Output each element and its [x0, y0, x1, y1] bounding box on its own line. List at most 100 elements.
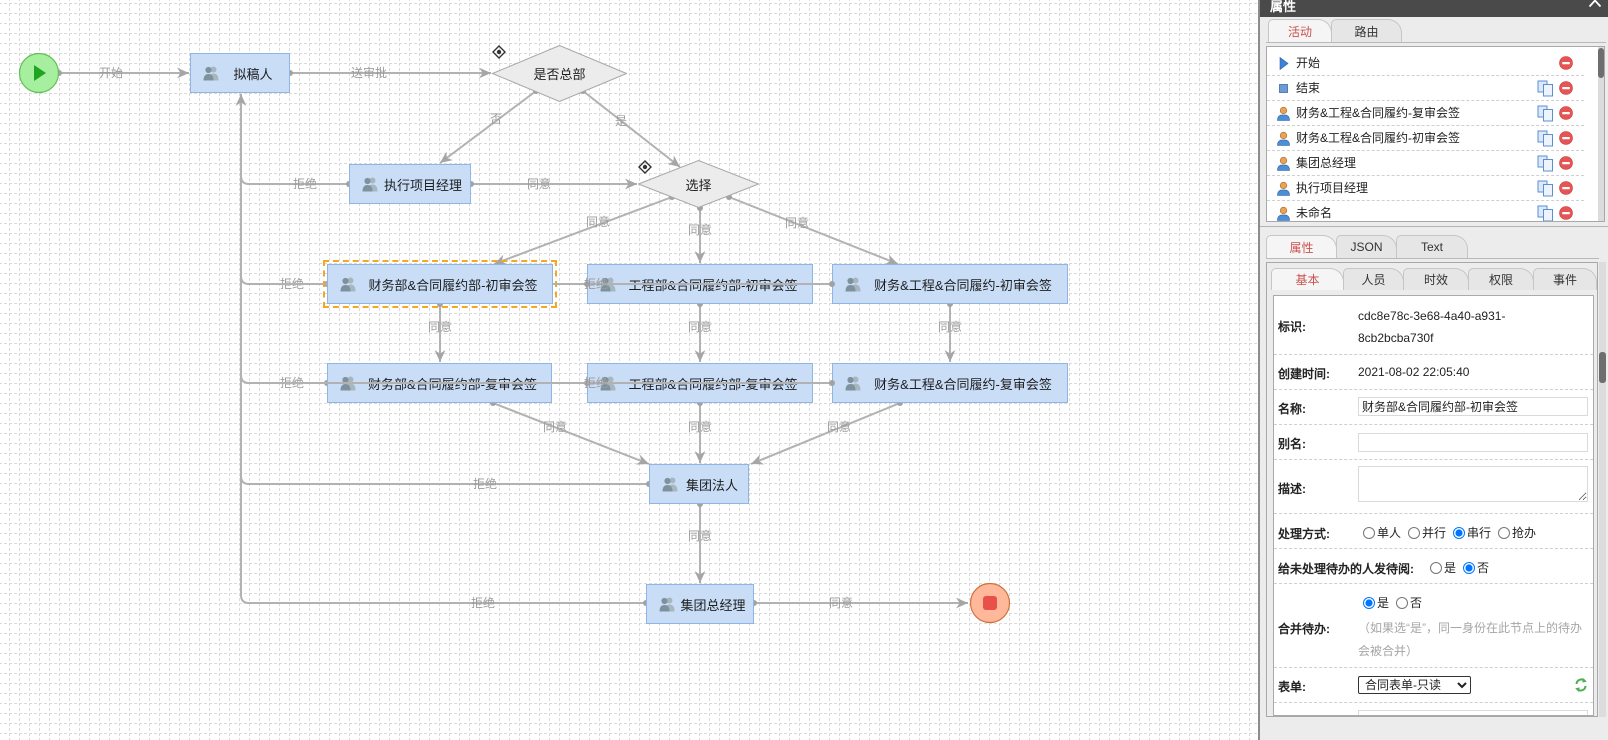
- scrollbar-thumb[interactable]: [1599, 352, 1606, 383]
- created-label: 创建时间:: [1278, 367, 1330, 381]
- activity-label: 开始: [1296, 56, 1321, 70]
- radio-button[interactable]: [1430, 561, 1442, 574]
- form-row-id: 标识: cdc8e78c-3e68-4a40-a931-8cb2bcba730f: [1274, 296, 1593, 355]
- edge-label: 开始: [99, 66, 123, 80]
- edge-drafter-to-gw-hq[interactable]: 送审批: [287, 65, 491, 80]
- refresh-icon[interactable]: [1574, 677, 1588, 693]
- radio-button[interactable]: [1453, 526, 1466, 539]
- node-eng-review[interactable]: 工程部&合同履约部-复审会签: [587, 363, 813, 403]
- mode-option-grab[interactable]: 抢办: [1498, 524, 1536, 541]
- scrollbar-thumb[interactable]: [1598, 48, 1604, 78]
- tab-permissions[interactable]: 权限: [1468, 268, 1534, 290]
- tab-basic[interactable]: 基本: [1271, 268, 1344, 290]
- edge-gw-select-to-all-init[interactable]: 同意: [726, 194, 899, 265]
- delete-icon[interactable]: [1559, 106, 1573, 120]
- tab-events[interactable]: 事件: [1533, 268, 1597, 290]
- delete-icon[interactable]: [1559, 156, 1573, 170]
- tab-timeliness[interactable]: 时效: [1403, 268, 1469, 290]
- radio-button[interactable]: [1396, 596, 1409, 609]
- merge-option-yes[interactable]: 是: [1363, 594, 1389, 611]
- edge-label: 否: [490, 112, 502, 126]
- activity-item[interactable]: 财务&工程&合同履约-复审会签: [1267, 101, 1584, 126]
- radio-button[interactable]: [1363, 526, 1375, 539]
- edge-gm-reject[interactable]: 拒绝: [240, 594, 649, 610]
- edge-legal-to-gm[interactable]: 同意: [688, 501, 712, 583]
- activity-item[interactable]: 财务&工程&合同履约-初审会签: [1267, 126, 1584, 151]
- node-drafter[interactable]: 拟稿人: [190, 53, 290, 93]
- delete-icon[interactable]: [1559, 181, 1573, 195]
- radio-button[interactable]: [1408, 526, 1421, 539]
- properties-scrollbar[interactable]: [1599, 262, 1606, 717]
- activity-item-start[interactable]: 开始: [1267, 51, 1584, 76]
- workflow-canvas[interactable]: 开始 送审批 否 是 同意 拒绝 同意: [0, 0, 1258, 740]
- radio-button[interactable]: [1498, 526, 1511, 539]
- user-icon: [1277, 181, 1290, 196]
- node-fin-init[interactable]: 财务部&合同履约部-初审会签: [323, 260, 557, 308]
- copy-icon[interactable]: [1537, 205, 1554, 222]
- delete-icon[interactable]: [1559, 206, 1573, 220]
- activity-item[interactable]: 未命名: [1267, 201, 1584, 222]
- node-start[interactable]: [18, 52, 60, 94]
- node-all-init[interactable]: 财务&工程&合同履约-初审会签: [832, 264, 1068, 304]
- alias-input[interactable]: [1358, 433, 1588, 452]
- activity-list-scrollbar[interactable]: [1598, 47, 1604, 221]
- node-all-review[interactable]: 财务&工程&合同履约-复审会签: [832, 363, 1068, 403]
- activity-item[interactable]: 执行项目经理: [1267, 176, 1584, 201]
- node-gw-hq[interactable]: 是否总部: [492, 45, 627, 102]
- delete-icon[interactable]: [1559, 56, 1573, 70]
- form-row-mode: 处理方式: 单人 并行 串行 抢办: [1274, 514, 1593, 549]
- node-fin-review[interactable]: 财务部&合同履约部-复审会签: [327, 363, 552, 403]
- delete-icon[interactable]: [1559, 81, 1573, 95]
- activity-item-end[interactable]: 结束: [1267, 76, 1584, 101]
- name-input[interactable]: [1358, 397, 1588, 416]
- edge-eng-init-to-eng-review[interactable]: 同意: [688, 301, 712, 362]
- created-value: 2021-08-02 22:05:40: [1358, 365, 1470, 379]
- node-exec-pm[interactable]: 执行项目经理: [349, 164, 471, 204]
- radio-button[interactable]: [1463, 561, 1476, 574]
- tab-routes[interactable]: 路由: [1331, 19, 1402, 42]
- edge-label: 拒绝: [293, 176, 317, 191]
- mode-option-serial[interactable]: 串行: [1453, 524, 1491, 541]
- node-end[interactable]: [969, 582, 1011, 624]
- delete-icon[interactable]: [1559, 131, 1573, 145]
- edge-label: 同意: [688, 419, 712, 434]
- user-group-icon: [340, 376, 356, 391]
- node-gw-select[interactable]: 选择: [638, 160, 759, 208]
- tab-divider: [1266, 42, 1606, 43]
- description-textarea[interactable]: [1358, 466, 1588, 502]
- activity-item[interactable]: 集团总经理: [1267, 151, 1584, 176]
- notify-option-yes[interactable]: 是: [1430, 559, 1456, 576]
- radio-label: 否: [1410, 596, 1423, 610]
- node-eng-init[interactable]: 工程部&合同履约部-初审会签: [587, 264, 813, 304]
- mode-option-parallel[interactable]: 并行: [1408, 524, 1446, 541]
- node-legal[interactable]: 集团法人: [649, 464, 749, 504]
- mode-option-single[interactable]: 单人: [1363, 524, 1401, 541]
- tab-properties[interactable]: 属性: [1266, 235, 1337, 258]
- node-gm[interactable]: 集团总经理: [646, 584, 754, 624]
- radio-button[interactable]: [1363, 596, 1375, 609]
- properties-content: 基本 人员 时效 权限 事件 标识: cdc8e78c-3e68-4a40-a9…: [1266, 262, 1598, 717]
- edge-label: 拒绝: [280, 375, 304, 390]
- edge-gw-select-to-fin-init[interactable]: 同意: [493, 194, 675, 265]
- tab-personnel[interactable]: 人员: [1343, 268, 1404, 290]
- edge-label: 送审批: [351, 65, 387, 80]
- node-label: 集团总经理: [680, 597, 746, 613]
- chevron-up-icon[interactable]: [1588, 0, 1602, 8]
- edge-gw-select-to-eng-init[interactable]: 同意: [688, 205, 712, 263]
- merge-option-no[interactable]: 否: [1396, 594, 1422, 611]
- copy-icon[interactable]: [1537, 180, 1554, 197]
- user-group-icon: [340, 277, 356, 292]
- tab-json[interactable]: JSON: [1336, 235, 1397, 258]
- copy-icon[interactable]: [1537, 105, 1554, 122]
- user-icon: [1277, 106, 1290, 121]
- form-select[interactable]: 合同表单-只读: [1358, 676, 1471, 694]
- partial-input[interactable]: [1358, 710, 1588, 715]
- user-group-icon: [845, 376, 861, 391]
- notify-option-no[interactable]: 否: [1463, 559, 1489, 576]
- copy-icon[interactable]: [1537, 130, 1554, 147]
- copy-icon[interactable]: [1537, 80, 1554, 97]
- tab-activities[interactable]: 活动: [1268, 19, 1332, 42]
- copy-icon[interactable]: [1537, 155, 1554, 172]
- tab-text[interactable]: Text: [1396, 235, 1468, 258]
- radio-label: 是: [1444, 561, 1457, 575]
